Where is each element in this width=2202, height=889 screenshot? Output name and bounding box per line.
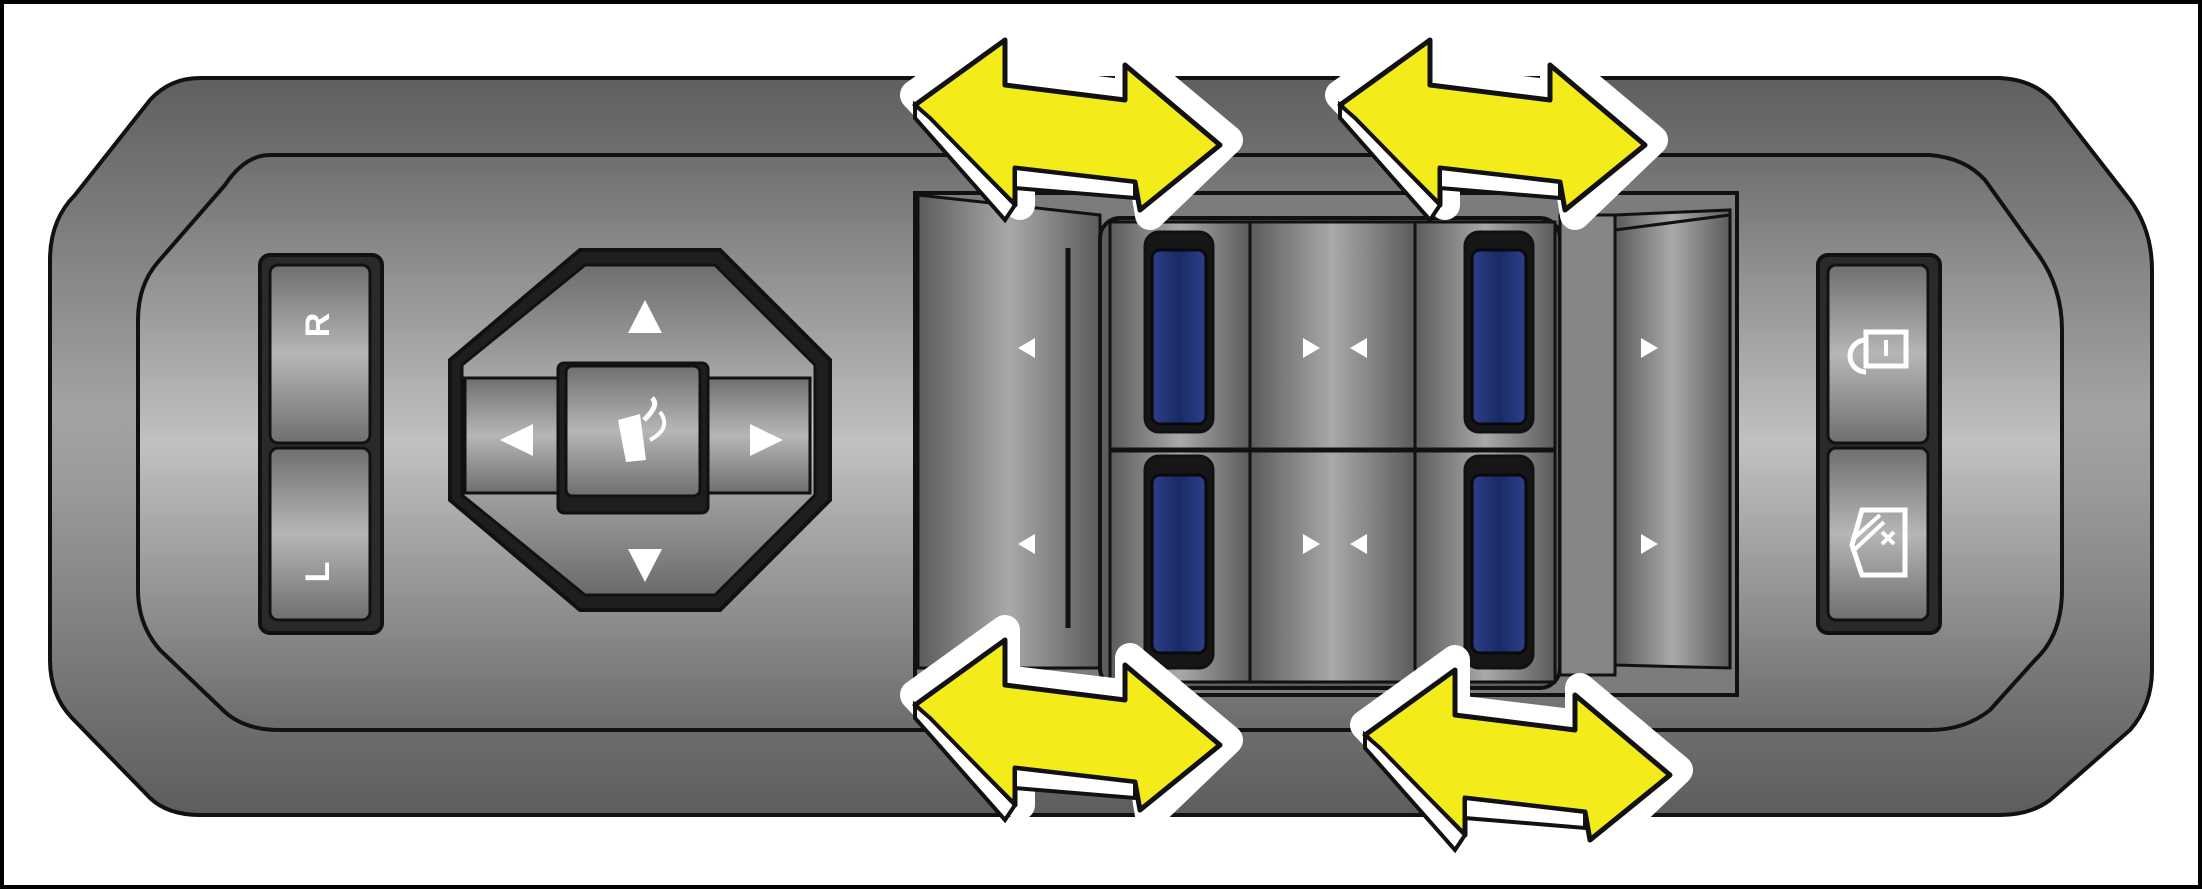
window-button-front-left[interactable] [1143,230,1215,434]
door-lock-button[interactable] [1826,263,1930,445]
mirror-right-button[interactable] [268,263,372,445]
mirror-left-button[interactable] [268,446,372,622]
mirror-selector-switch[interactable]: R L [258,253,384,635]
left-arrow-icon [500,424,533,456]
padlock-icon [1847,329,1909,375]
double-headed-arrow-icon [1350,645,1693,860]
window-switch-block [913,191,1739,697]
window-lockout-button[interactable] [1826,446,1930,622]
double-headed-arrow-icon [900,15,1243,230]
small-arrow-icon [1018,534,1035,554]
window-button-rear-right[interactable] [1463,454,1535,670]
window-rocker-left-outer[interactable] [916,193,1102,670]
small-arrow-icon [1018,338,1035,358]
up-arrow-icon [628,300,662,333]
small-arrow-icon [1303,534,1320,554]
small-arrow-icon [1641,338,1658,358]
mirror-right-label: R [299,313,337,338]
right-arrow-icon [750,424,783,456]
small-arrow-icon [1350,534,1367,554]
window-lockout-icon [1849,507,1908,578]
mirror-joystick[interactable] [448,248,832,612]
mirror-fold-icon [618,396,667,462]
double-headed-arrow-icon [1325,15,1668,230]
small-arrow-icon [1350,338,1367,358]
window-button-front-right[interactable] [1463,230,1535,434]
down-arrow-icon [628,549,662,582]
window-button-rear-left[interactable] [1143,454,1215,670]
small-arrow-icon [1303,338,1320,358]
window-rocker-right-outer[interactable] [1613,208,1732,670]
double-headed-arrow-icon [900,615,1243,830]
small-arrow-icon [1641,534,1658,554]
mirror-left-label: L [299,562,337,583]
lock-switch[interactable] [1816,253,1942,635]
